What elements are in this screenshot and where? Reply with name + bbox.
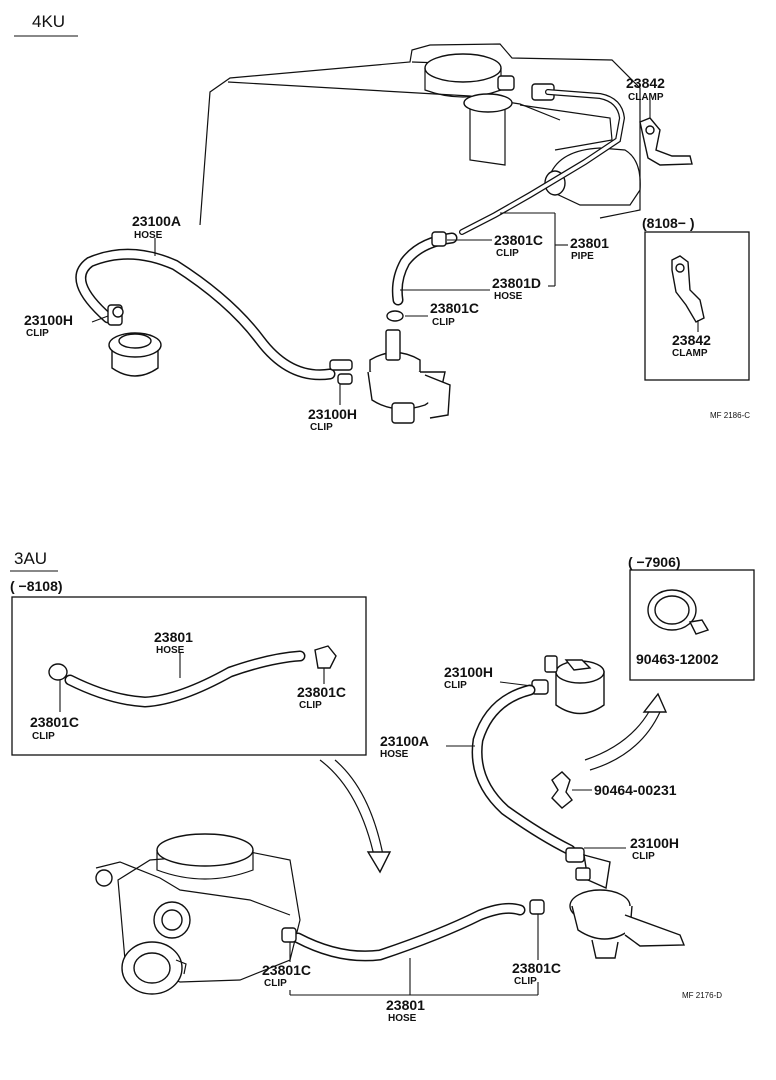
clip-23801c-3au-right [529, 899, 545, 915]
inset-23801-pn: 23801 [154, 629, 193, 645]
clip-23801c-3au-left [281, 927, 297, 943]
clip-inset-left [48, 663, 68, 681]
label-23842-b-nm: CLAMP [672, 348, 708, 359]
clip-23801c-upper [431, 231, 447, 247]
clip-90464-00231 [551, 771, 573, 809]
section-4ku: 4KU [14, 12, 750, 433]
inset-right-range: ( −7906) [628, 554, 681, 570]
leader-lines-3au [289, 681, 626, 996]
label-23100a-pn: 23100A [132, 213, 181, 229]
label-23801c-3au-l-nm: CLIP [264, 978, 287, 989]
clip-23801c-lower [386, 310, 404, 322]
label-23100h-1-nm: CLIP [26, 328, 49, 339]
inset-23801c-r-pn: 23801C [297, 684, 346, 700]
inset-box-8108: (8108− ) 23842 CLAMP [642, 215, 750, 381]
hose-23801-3au [292, 902, 526, 962]
fuel-pipe-23801 [459, 89, 626, 235]
hose-23100a-4ku [75, 248, 336, 381]
arrow-left-inset [319, 759, 392, 874]
label-23801c-3au-r-pn: 23801C [512, 960, 561, 976]
label-23100h-2-nm: CLIP [310, 422, 333, 433]
section-title-4ku: 4KU [32, 12, 65, 31]
label-23100h-1-pn: 23100H [24, 312, 73, 328]
label-23842-nm: CLAMP [628, 92, 664, 103]
inset-box-left: ( −8108) 23801 HOSE 23801C CLIP 23801C C… [10, 578, 367, 756]
label-23801c-3au-l-pn: 23801C [262, 962, 311, 978]
label-23842-pn: 23842 [626, 75, 665, 91]
hose-23801d [391, 232, 458, 306]
hose-23100a-3au [471, 684, 576, 856]
label-23801-3au-nm: HOSE [388, 1013, 417, 1024]
diagram-code-bottom: MF 2176-D [682, 991, 722, 1000]
label-23100h-2-pn: 23100H [308, 406, 357, 422]
label-23801c-1-nm: CLIP [496, 248, 519, 259]
fuel-filter-4ku [107, 304, 162, 377]
label-23100a-3au-pn: 23100A [380, 733, 429, 749]
engine-block-4ku [199, 43, 641, 226]
label-90464-00231: 90464-00231 [594, 782, 677, 798]
label-23100h-3au-1-nm: CLIP [444, 680, 467, 691]
label-23801c-2-nm: CLIP [432, 317, 455, 328]
label-23801c-1-pn: 23801C [494, 232, 543, 248]
diagram-code-top: MF 2186-C [710, 411, 750, 420]
fuel-pump-3au [565, 847, 686, 959]
label-23100a-3au-nm: HOSE [380, 749, 409, 760]
label-23801-3au-pn: 23801 [386, 997, 425, 1013]
fuel-filter-3au [531, 655, 605, 715]
clamp-23842-top [639, 117, 693, 166]
leader-lines-4ku [91, 100, 651, 405]
inset-23801c-r-nm: CLIP [299, 700, 322, 711]
fuel-pump-4ku [329, 329, 451, 424]
label-90463-12002: 90463-12002 [636, 651, 719, 667]
arrow-right-inset [584, 692, 668, 771]
inset-left-range: ( −8108) [10, 578, 63, 594]
label-23801c-3au-r-nm: CLIP [514, 976, 537, 987]
label-23100h-3au-1-pn: 23100H [444, 664, 493, 680]
inset-23801c-l-nm: CLIP [32, 731, 55, 742]
section-3au: 3AU ( −8108) 23801 HOSE 23801C CLIP 2380… [10, 549, 755, 1024]
inset-box-right: ( −7906) 90463-12002 [628, 554, 755, 681]
label-23842-b-pn: 23842 [672, 332, 711, 348]
section-title-3au: 3AU [14, 549, 47, 568]
label-23801d-pn: 23801D [492, 275, 541, 291]
clamp-bolt-icon [675, 263, 685, 273]
label-23100a-nm: HOSE [134, 230, 163, 241]
label-23100h-3au-2-nm: CLIP [632, 851, 655, 862]
inset-range-label: (8108− ) [642, 215, 695, 231]
engine-block-3au [95, 833, 301, 995]
clip-inset-right [314, 645, 337, 669]
inset-23801-nm: HOSE [156, 645, 185, 656]
label-23801d-nm: HOSE [494, 291, 523, 302]
label-23801c-2-pn: 23801C [430, 300, 479, 316]
label-23801-nm: PIPE [571, 251, 594, 262]
inset-23801c-l-pn: 23801C [30, 714, 79, 730]
label-23801-pn: 23801 [570, 235, 609, 251]
label-23100h-3au-2-pn: 23100H [630, 835, 679, 851]
